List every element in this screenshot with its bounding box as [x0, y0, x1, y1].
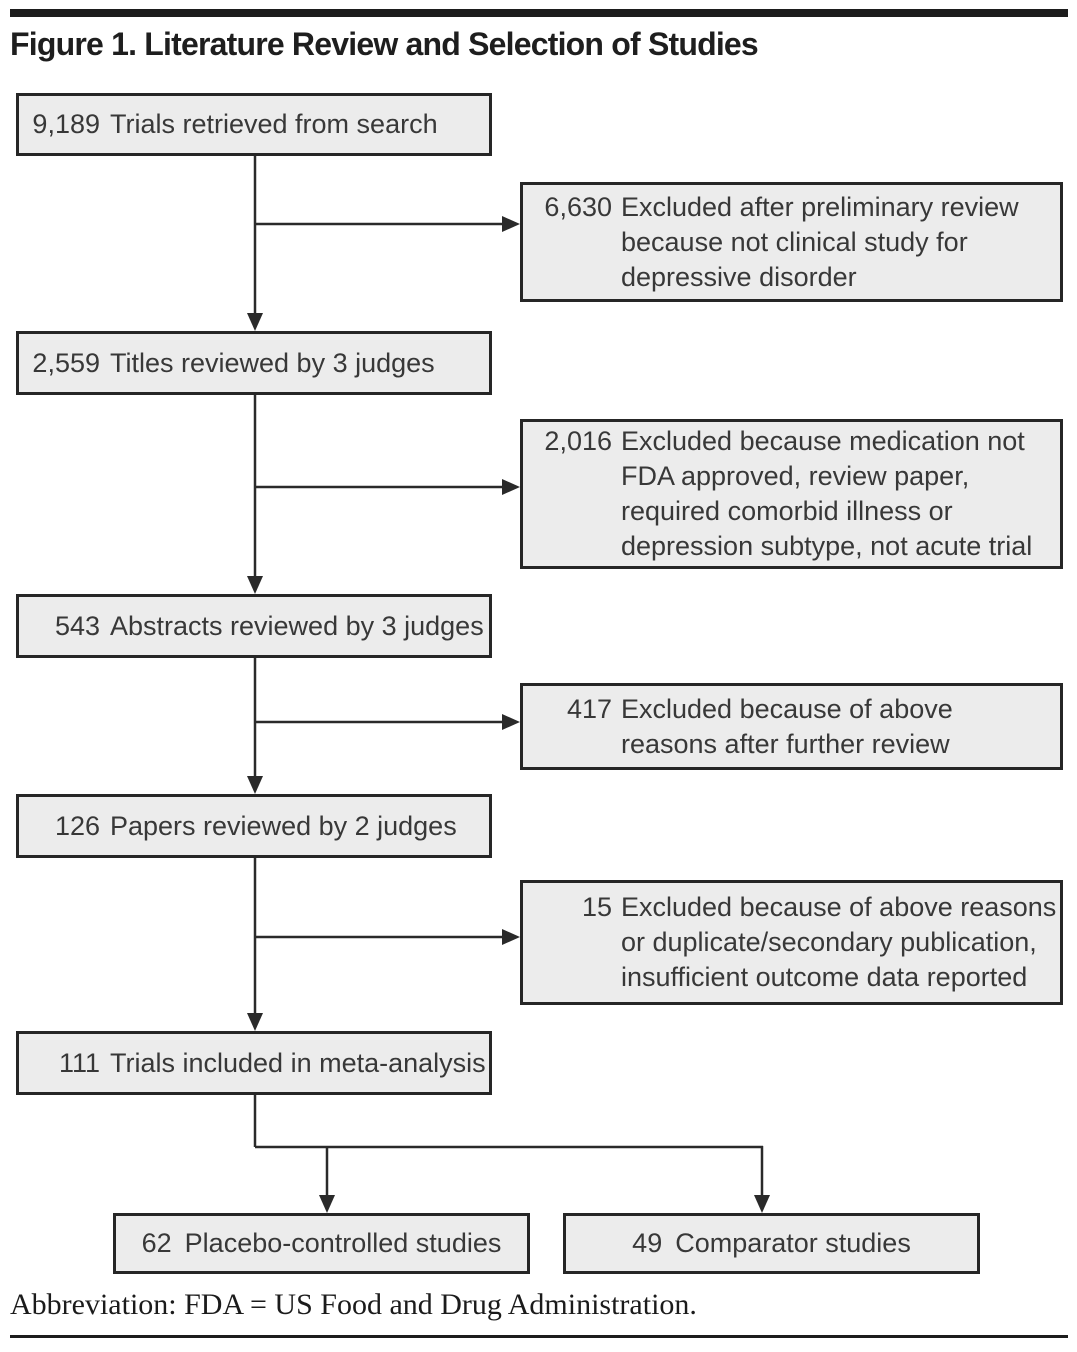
exclusion-box-preliminary-review: 6,630 Excluded after preliminary review …	[520, 182, 1063, 302]
label: Abstracts reviewed by 3 judges	[110, 610, 484, 641]
count: 417	[566, 693, 612, 724]
label: Trials included in meta-analysis	[110, 1047, 486, 1078]
exclusion-box-further-review: 417 Excluded because of above reasons af…	[520, 683, 1063, 770]
count: 2,559	[32, 347, 100, 378]
label: Papers reviewed by 2 judges	[110, 810, 457, 841]
flow-box-papers-reviewed: 126 Papers reviewed by 2 judges	[16, 794, 492, 858]
outcome-box-placebo-controlled: 62 Placebo-controlled studies	[113, 1213, 530, 1274]
count: 9,189	[32, 109, 100, 139]
exclusion-box-duplicate-publication: 15 Excluded because of above reasons or …	[520, 880, 1063, 1005]
label: Placebo-controlled studies	[184, 1228, 502, 1258]
outcome-box-comparator: 49 Comparator studies	[563, 1213, 980, 1274]
label: Comparator studies	[675, 1228, 911, 1258]
label: Titles reviewed by 3 judges	[110, 347, 435, 378]
label: Excluded after preliminary review becaus…	[621, 191, 1019, 292]
label: Excluded because medication not FDA appr…	[621, 426, 1033, 561]
flow-box-trials-retrieved: 9,189 Trials retrieved from search	[16, 93, 492, 156]
abbreviation-footnote: Abbreviation: FDA = US Food and Drug Adm…	[10, 1288, 697, 1321]
count: 15	[581, 892, 612, 922]
label: Trials retrieved from search	[110, 109, 438, 139]
label: Excluded because of above reasons after …	[621, 693, 953, 759]
count: 111	[58, 1047, 100, 1078]
figure-title: Figure 1. Literature Review and Selectio…	[10, 26, 759, 62]
count: 2,016	[544, 426, 612, 456]
exclusion-box-not-fda-approved: 2,016 Excluded because medication not FD…	[520, 419, 1063, 569]
top-rule	[10, 9, 1068, 17]
count: 126	[54, 810, 100, 841]
flow-box-titles-reviewed: 2,559 Titles reviewed by 3 judges	[16, 331, 492, 395]
flow-box-abstracts-reviewed: 543 Abstracts reviewed by 3 judges	[16, 594, 492, 658]
flow-box-trials-included: 111 Trials included in meta-analysis	[16, 1031, 492, 1095]
count: 49	[632, 1228, 663, 1258]
count: 543	[54, 610, 100, 641]
count: 62	[141, 1228, 172, 1258]
bottom-rule	[10, 1335, 1068, 1338]
label: Excluded because of above reasons or dup…	[621, 892, 1057, 992]
count: 6,630	[544, 191, 612, 222]
